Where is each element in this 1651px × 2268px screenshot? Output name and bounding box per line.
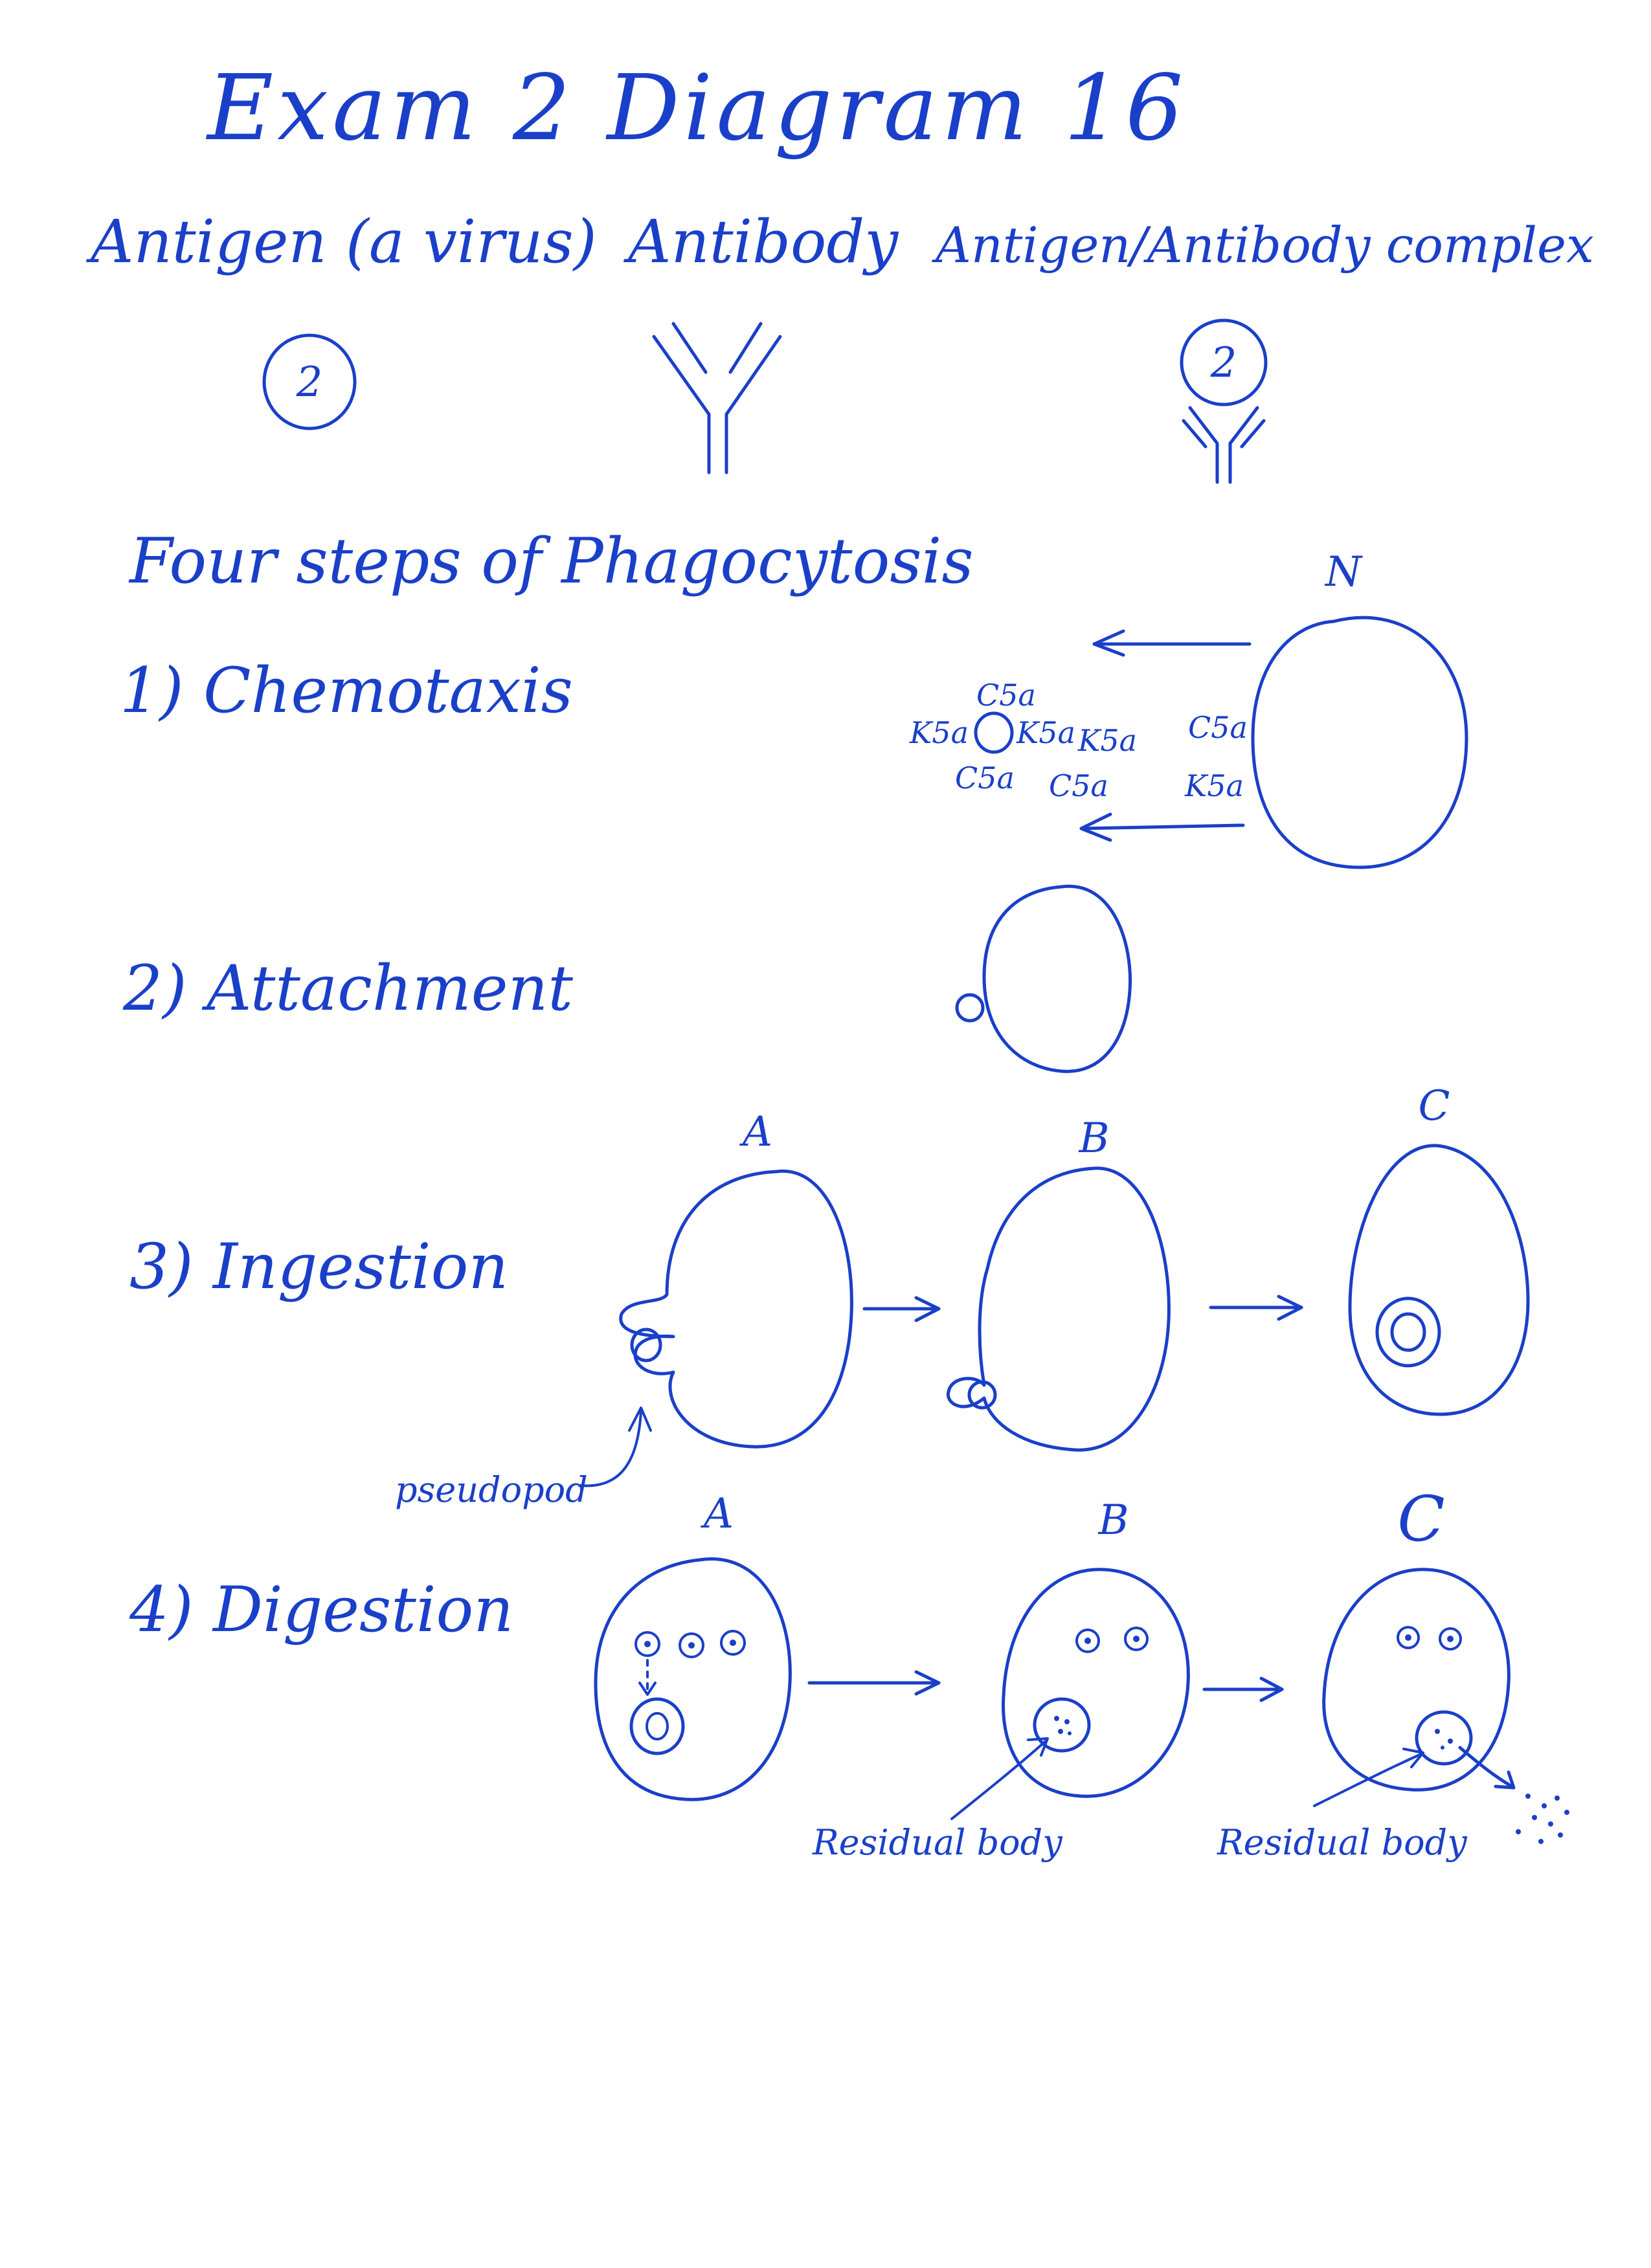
- chem-label-1: C5a: [976, 678, 1036, 713]
- lysosome-4: [1075, 1629, 1100, 1653]
- attachment-drawing: [955, 884, 1132, 1073]
- ingestion-drawing: A B C pseudopod: [395, 1082, 1530, 1510]
- phagocytosis-heading: Four steps of Phagocytosis: [128, 525, 974, 597]
- antigen-label: Antigen (a virus): [85, 207, 597, 276]
- exocytosis-arrow: [1458, 1746, 1514, 1788]
- digestion-stage-c-label: C: [1397, 1483, 1444, 1555]
- page-title: Exam 2 Diagram 16: [205, 56, 1187, 161]
- digestion-cell-b: [1002, 1568, 1190, 1798]
- digestion-a-phagosome: [629, 1697, 685, 1755]
- step-1-label: 1) Chemotaxis: [120, 654, 573, 727]
- digestion-a-bacterium: [646, 1712, 669, 1740]
- digestion-b-residual-body: [1033, 1697, 1091, 1753]
- ingestion-cell-a: [619, 1170, 853, 1449]
- bacterium: [974, 711, 1014, 754]
- chemotaxis-drawing: C5a K5a K5a K5a C5a C5a C5a K5a: [909, 616, 1468, 869]
- digestion-stage-b-label: B: [1097, 1496, 1129, 1544]
- residual-body-pointer-b: [950, 1740, 1047, 1820]
- lysosome-2: [679, 1632, 704, 1658]
- step-2-label: 2) Attachment: [122, 952, 573, 1025]
- complex-label: Antigen/Antibody complex: [932, 216, 1594, 274]
- ingestion-b-bacterium: [967, 1380, 997, 1410]
- pseudopod-label: pseudopod: [395, 1469, 588, 1510]
- phagocyte-cell: [982, 884, 1132, 1073]
- digestion-cell-c: [1322, 1568, 1511, 1792]
- chem-label-2: K5a: [909, 715, 969, 750]
- antigen-virus-drawing: 2: [262, 333, 357, 430]
- digestion-c-residual-body: [1415, 1710, 1473, 1766]
- ingestion-stage-a-label: A: [739, 1108, 772, 1156]
- ingestion-stage-c-label: C: [1419, 1082, 1450, 1130]
- antibody-label: Antibody: [623, 207, 899, 276]
- antigen-symbol: 2: [296, 359, 323, 406]
- digestion-stage-a-label: A: [701, 1490, 734, 1538]
- ingestion-cell-c: [1348, 1144, 1530, 1416]
- ingestion-stage-b-label: B: [1078, 1115, 1109, 1162]
- chem-label-3: K5a: [1016, 715, 1075, 750]
- expelled-debris: [1516, 1794, 1569, 1844]
- chem-label-5: C5a: [1188, 710, 1248, 745]
- chem-label-4: K5a: [1077, 723, 1137, 758]
- chemotaxis-arrow-bottom: [1079, 823, 1245, 830]
- ingestion-a-bacterium: [630, 1328, 662, 1362]
- lysosome-1: [635, 1631, 660, 1657]
- complex-antigen-symbol: 2: [1210, 339, 1237, 387]
- chem-label-8: K5a: [1184, 768, 1244, 803]
- residual-body-pointer-c: [1313, 1753, 1422, 1807]
- chem-label-6: C5a: [955, 761, 1015, 795]
- lysosome-5: [1124, 1627, 1149, 1651]
- antibody-drawing: [652, 322, 782, 474]
- pseudopod-pointer: [578, 1410, 642, 1487]
- ingestion-cell-b: [947, 1166, 1171, 1452]
- neutrophil-label: N: [1324, 548, 1363, 596]
- chem-label-7: C5a: [1049, 768, 1108, 803]
- step-3-label: 3) Ingestion: [129, 1230, 508, 1303]
- lysosome-3: [720, 1630, 746, 1656]
- attached-bacterium: [955, 993, 985, 1023]
- step-4-label: 4) Digestion: [129, 1573, 513, 1646]
- residual-body-label-b: Residual body: [812, 1822, 1063, 1863]
- residual-body-label-c: Residual body: [1217, 1822, 1468, 1863]
- neutrophil-cell: [1251, 616, 1468, 869]
- lysosome-7: [1439, 1627, 1462, 1651]
- digestion-cell-a: [594, 1557, 792, 1801]
- phagosome-bacterium: [1390, 1312, 1426, 1352]
- digestion-drawing: A B C: [594, 1483, 1569, 1863]
- lysosome-6: [1397, 1626, 1420, 1649]
- antigen-antibody-complex-drawing: 2: [1180, 318, 1268, 484]
- phagosome-outer: [1375, 1296, 1441, 1368]
